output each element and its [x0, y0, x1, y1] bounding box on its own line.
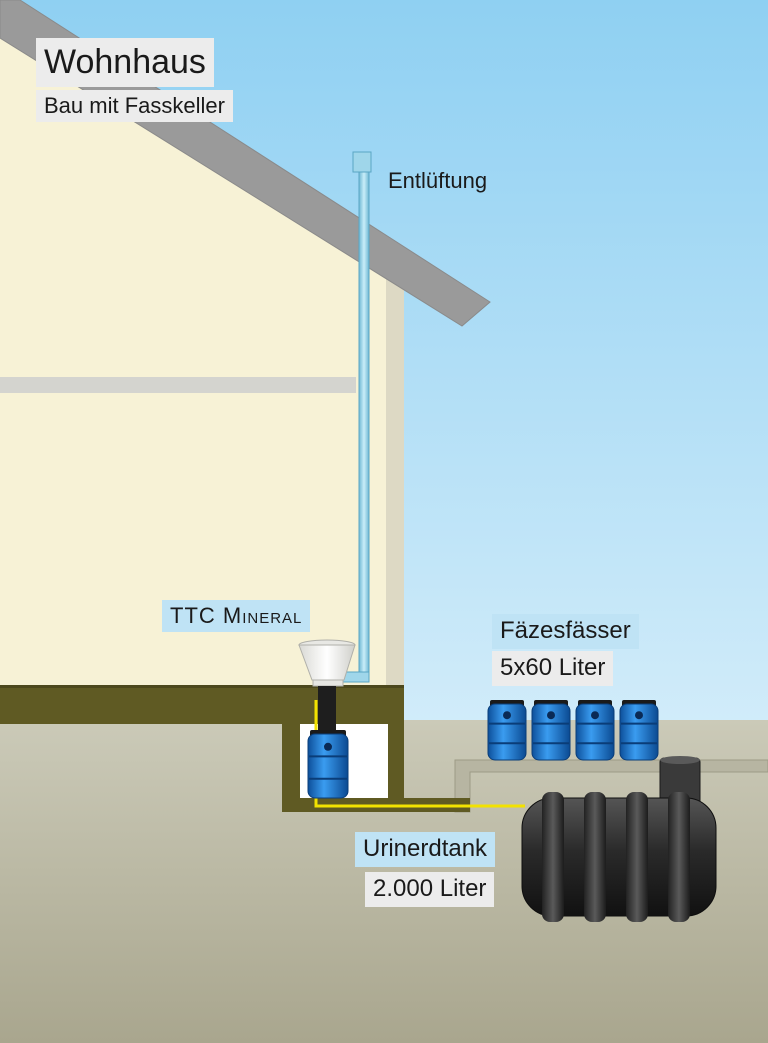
feces-barrel [619, 700, 659, 761]
feces-barrels-label: Fäzesfässer [492, 614, 639, 649]
urine-tank-volume: 2.000 Liter [365, 872, 495, 907]
floor-top-line [0, 685, 404, 688]
vent-label: Entlüftung [388, 168, 488, 193]
feces-barrel [575, 700, 615, 761]
storey-band [0, 377, 356, 393]
house-wall [0, 32, 404, 688]
cellar-barrel [307, 730, 349, 799]
feces-barrels [487, 700, 659, 761]
feces-barrel [487, 700, 527, 761]
barrel-cellar [282, 724, 470, 812]
house-side-wall [386, 268, 404, 688]
urine-tank [521, 756, 717, 922]
floor-slab [0, 686, 404, 724]
feces-barrel [531, 700, 571, 761]
feces-barrels-volume: 5x60 Liter [492, 651, 614, 686]
house-title: Wohnhaus [36, 38, 214, 87]
vent-cap [352, 151, 372, 173]
vent-pipe [358, 167, 370, 674]
cellar-barrel-body [307, 730, 349, 799]
house-subtitle: Bau mit Fasskeller [36, 90, 233, 123]
toilet-label: TTC Mineral [162, 600, 311, 633]
urine-tank-label: Urinerdtank [355, 832, 496, 867]
ttc-mineral-toilet [298, 639, 356, 734]
